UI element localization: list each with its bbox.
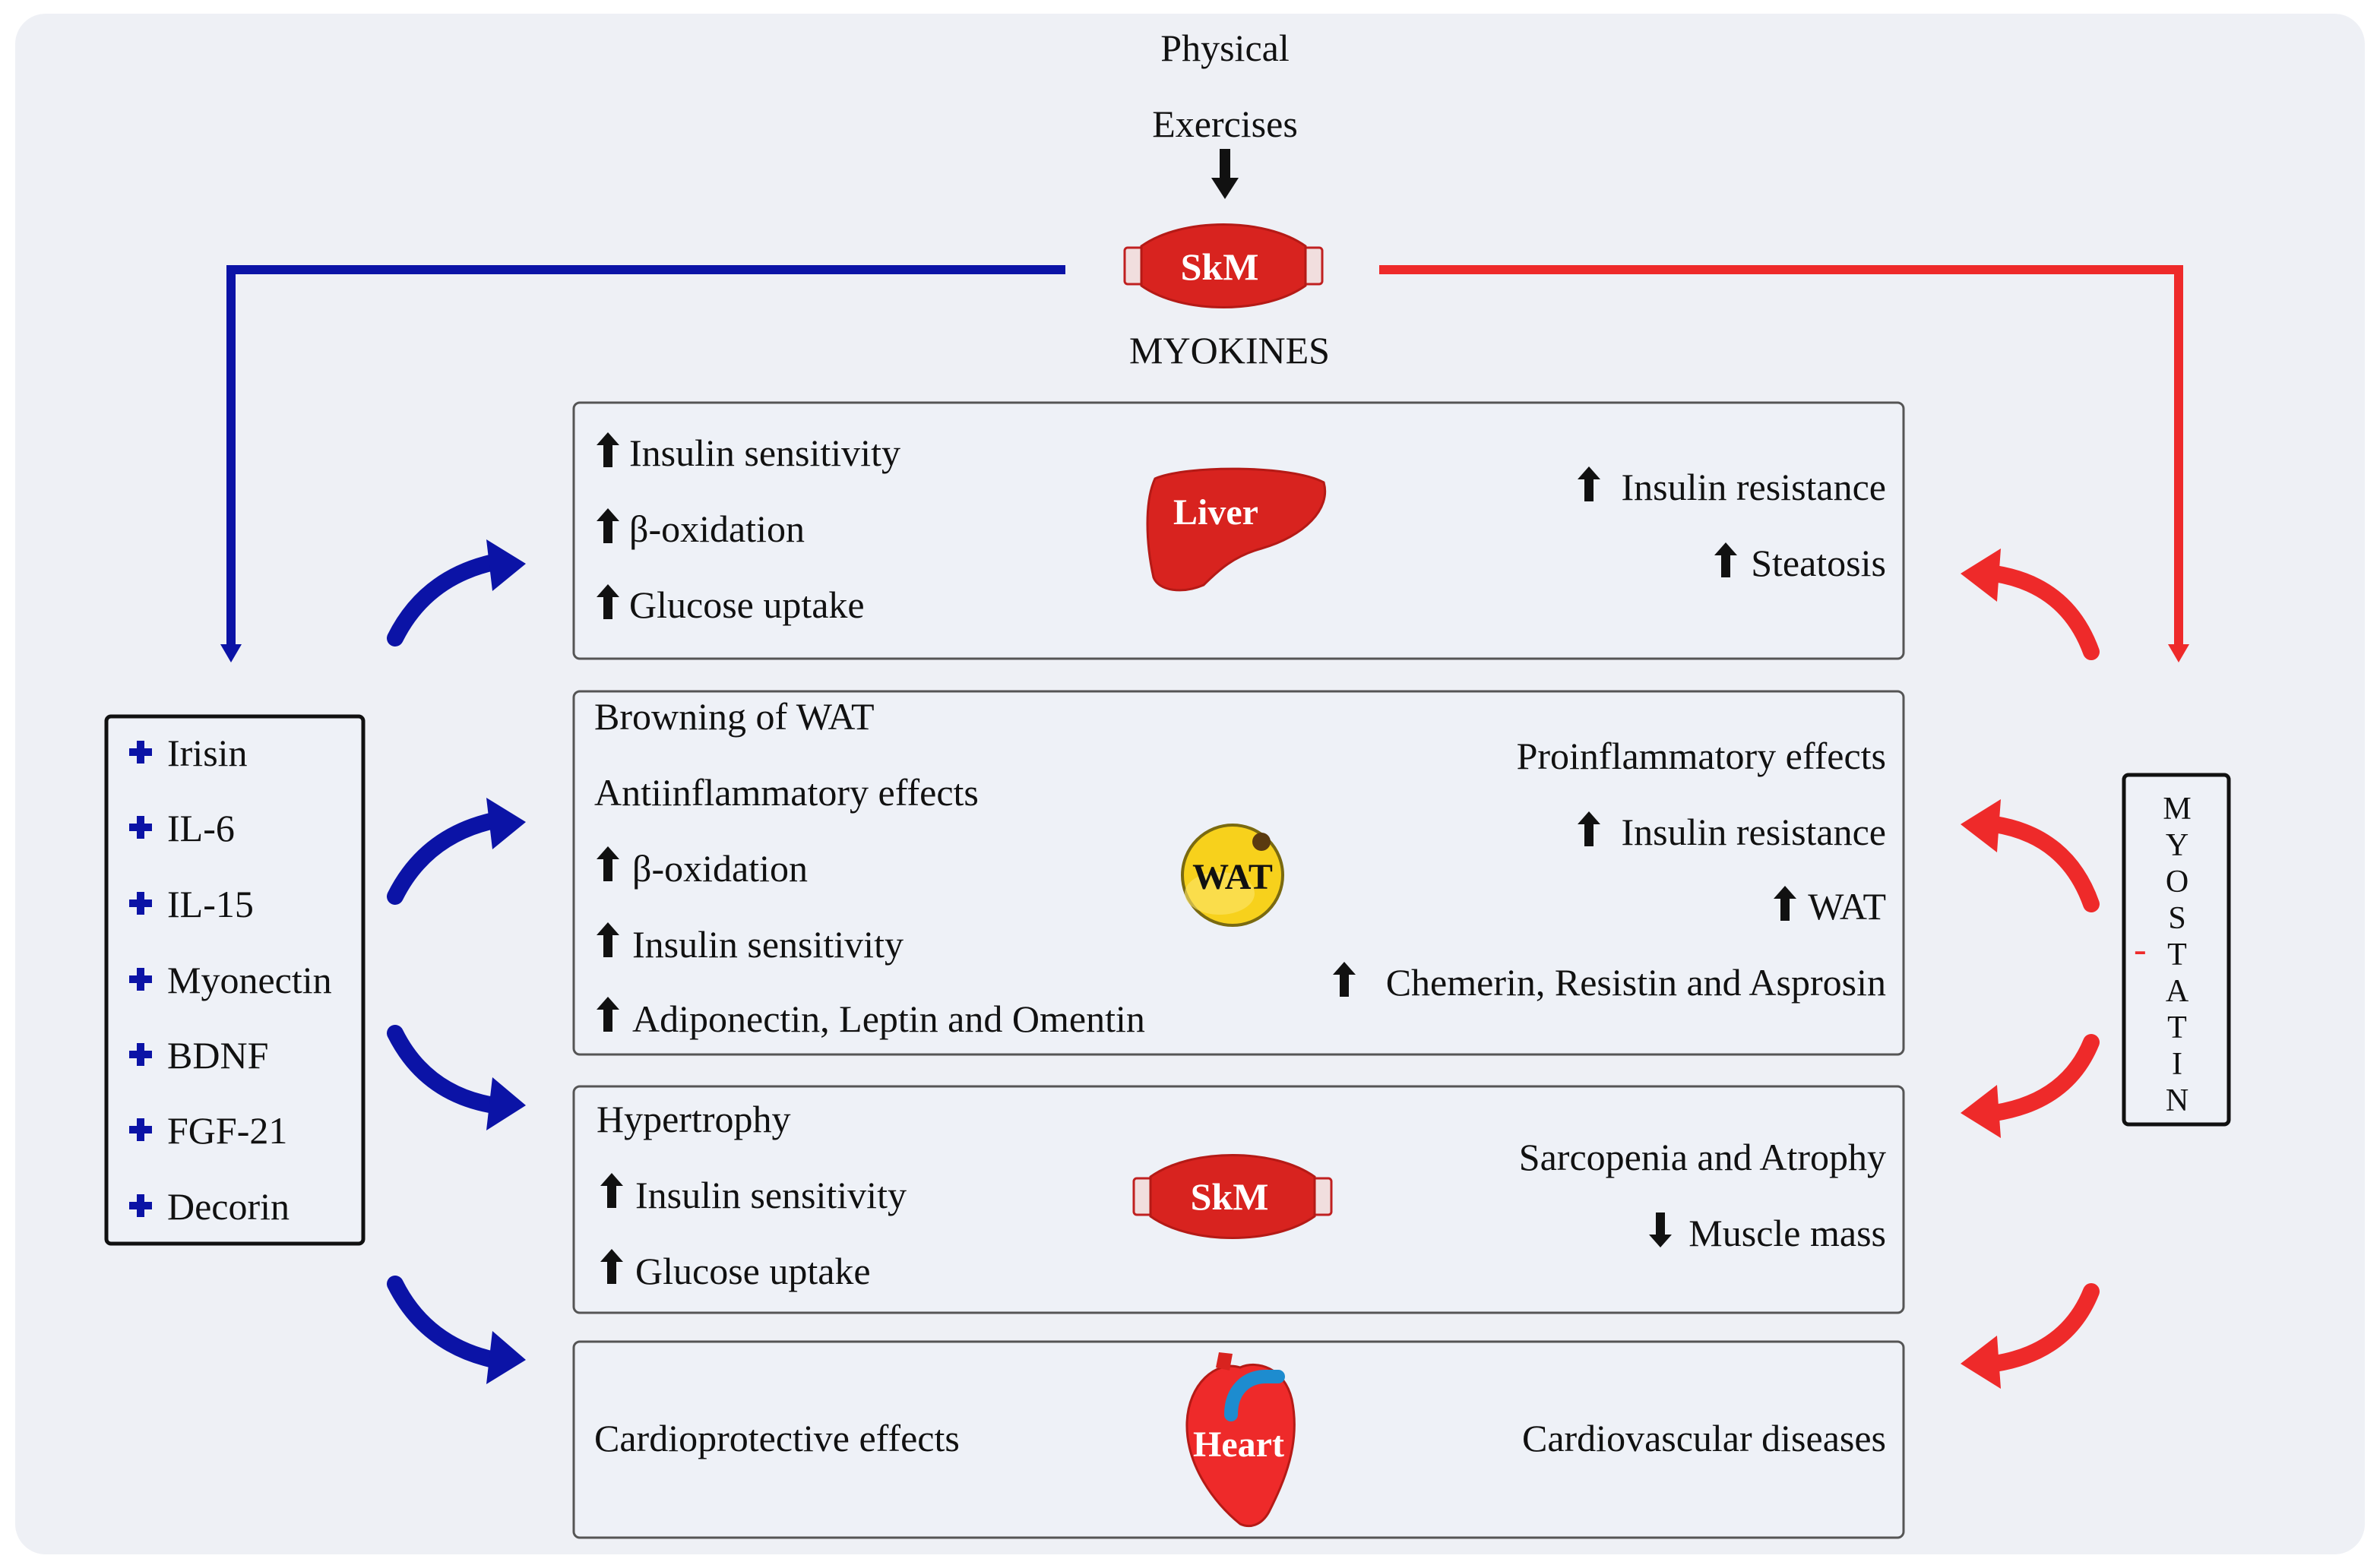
svg-text:Irisin: Irisin (167, 732, 248, 774)
svg-text:I: I (2172, 1047, 2182, 1082)
liver-icon (1146, 467, 1327, 592)
header-line1: Physical (1160, 27, 1289, 69)
skm-panel-label: SkM (1191, 1175, 1269, 1218)
svg-text:Steatosis: Steatosis (1751, 542, 1886, 584)
liver-right-effects: Insulin resistance Steatosis (1578, 466, 1886, 584)
blue-connector-line (220, 265, 1065, 662)
skm-left-effects: Hypertrophy Insulin sensitivity Glucose … (597, 1098, 907, 1292)
svg-text:BDNF: BDNF (167, 1034, 268, 1077)
red-curved-arrow (1961, 799, 2100, 912)
myokine-item: Decorin (129, 1185, 290, 1228)
svg-text:Decorin: Decorin (167, 1185, 290, 1228)
svg-text:Antiinflammatory effects: Antiinflammatory effects (594, 771, 979, 814)
svg-text:N: N (2166, 1083, 2189, 1118)
down-arrow-icon (1211, 149, 1239, 199)
myokine-item: IL-15 (129, 883, 254, 925)
wat-label: WAT (1192, 857, 1273, 897)
red-curved-arrow (1961, 1283, 2100, 1389)
svg-text:Chemerin, Resistin and Asprosi: Chemerin, Resistin and Asprosin (1386, 961, 1886, 1004)
header-line2: Exercises (1152, 103, 1298, 145)
svg-text:Y: Y (2166, 828, 2189, 863)
svg-text:Myonectin: Myonectin (167, 959, 332, 1001)
svg-text:Adiponectin, Leptin and Omenti: Adiponectin, Leptin and Omentin (632, 997, 1145, 1040)
heart-label: Heart (1193, 1424, 1284, 1465)
svg-text:Hypertrophy: Hypertrophy (597, 1098, 791, 1140)
wat-icon (1181, 824, 1284, 927)
blue-curved-arrow (387, 1025, 526, 1130)
svg-text:Insulin resistance: Insulin resistance (1621, 811, 1886, 853)
myokine-item: IL-6 (129, 807, 235, 849)
svg-text:M: M (2163, 792, 2191, 827)
svg-text:Muscle mass: Muscle mass (1688, 1212, 1886, 1254)
myokines-label: MYOKINES (1129, 329, 1330, 371)
minus-sign: - (2134, 928, 2147, 970)
myokine-item: Irisin (129, 732, 248, 774)
svg-text:Browning of WAT: Browning of WAT (594, 695, 875, 738)
svg-text:T: T (2167, 937, 2187, 972)
blue-curved-arrow (387, 1276, 526, 1384)
svg-text:Glucose uptake: Glucose uptake (635, 1250, 871, 1292)
svg-text:A: A (2166, 974, 2189, 1009)
red-connector-line (1379, 265, 2189, 662)
svg-text:Proinflammatory effects: Proinflammatory effects (1517, 735, 1886, 777)
svg-text:Insulin resistance: Insulin resistance (1621, 466, 1886, 508)
svg-text:IL-6: IL-6 (167, 807, 235, 849)
skm-label: SkM (1181, 245, 1259, 288)
myokine-item: BDNF (129, 1034, 268, 1077)
blue-curved-arrow (387, 539, 526, 647)
svg-text:WAT: WAT (1808, 885, 1886, 928)
blue-curved-arrow (387, 798, 526, 905)
myostatin-letters: M Y O S T A T I N (2163, 792, 2191, 1118)
svg-text:Insulin sensitivity: Insulin sensitivity (632, 923, 904, 966)
svg-text:β-oxidation: β-oxidation (632, 847, 808, 890)
myokine-item: Myonectin (129, 959, 332, 1001)
wat-right-effects: Proinflammatory effects Insulin resistan… (1333, 735, 1886, 1004)
svg-text:Sarcopenia and Atrophy: Sarcopenia and Atrophy (1519, 1136, 1886, 1178)
wat-left-effects: Browning of WAT Antiinflammatory effects… (594, 695, 1145, 1040)
svg-text:O: O (2166, 865, 2189, 899)
heart-left-effect: Cardioprotective effects (594, 1417, 960, 1459)
svg-text:Insulin sensitivity: Insulin sensitivity (629, 432, 900, 474)
red-curved-arrow (1961, 1034, 2100, 1138)
red-curved-arrow (1961, 549, 2100, 660)
myokines-list-box (104, 714, 366, 1246)
svg-text:IL-15: IL-15 (167, 883, 254, 925)
heart-right-effect: Cardiovascular diseases (1522, 1417, 1886, 1459)
svg-text:Insulin sensitivity: Insulin sensitivity (635, 1174, 907, 1216)
myostatin-box (2122, 773, 2231, 1127)
skm-right-effects: Sarcopenia and Atrophy Muscle mass (1519, 1136, 1886, 1254)
svg-text:Glucose uptake: Glucose uptake (629, 583, 865, 626)
liver-label: Liver (1173, 492, 1258, 533)
svg-text:FGF-21: FGF-21 (167, 1109, 287, 1152)
svg-text:T: T (2167, 1010, 2187, 1045)
liver-left-effects: Insulin sensitivity β-oxidation Glucose … (597, 432, 900, 626)
heart-icon (1185, 1352, 1296, 1528)
svg-text:β-oxidation: β-oxidation (629, 507, 805, 550)
myokine-item: FGF-21 (129, 1109, 287, 1152)
svg-text:S: S (2168, 901, 2185, 936)
